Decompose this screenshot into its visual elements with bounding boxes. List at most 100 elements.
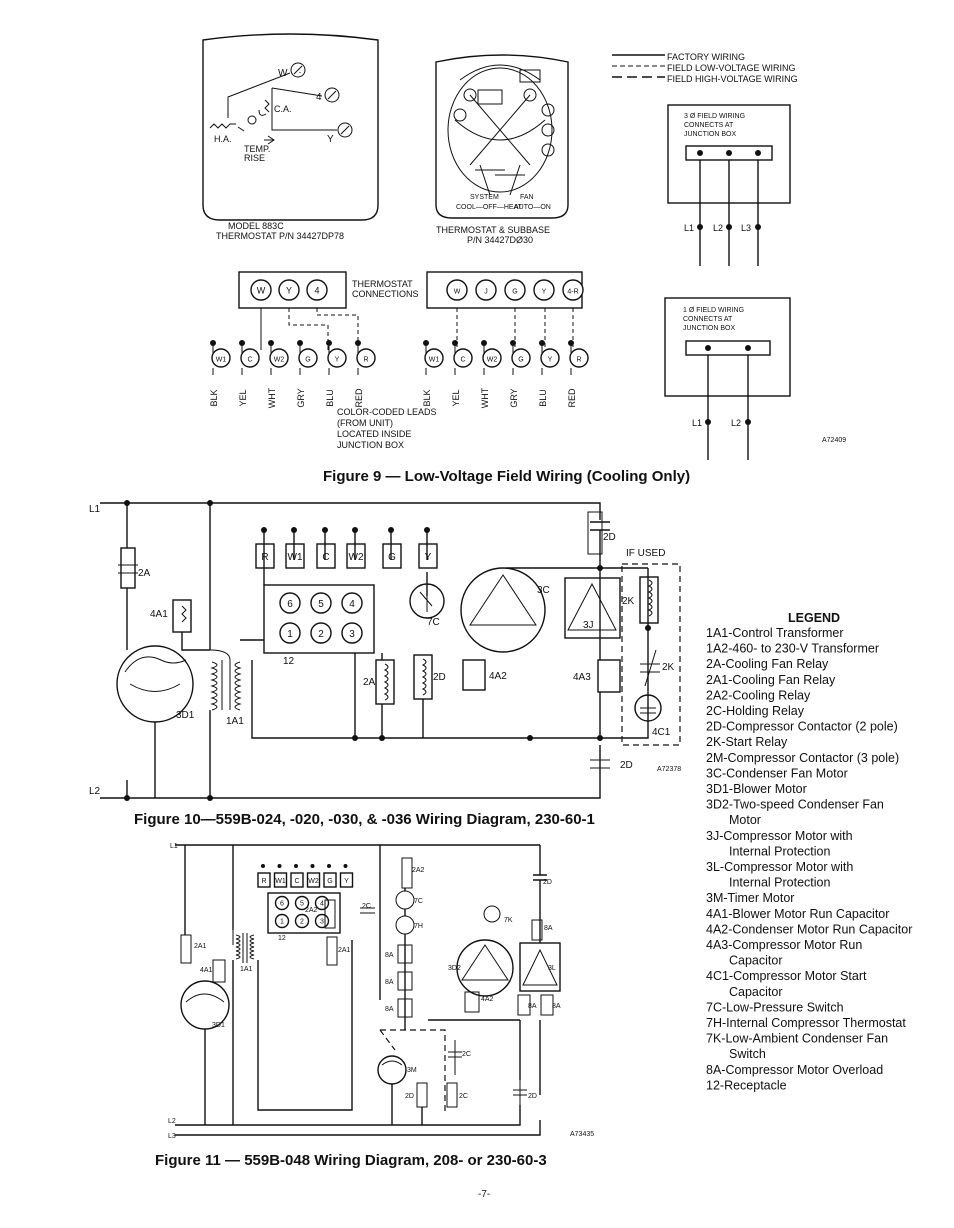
fig10-if-used: IF USED [626, 548, 665, 559]
legend-item: Internal Protection [729, 876, 830, 890]
fig11-8a-5: 8A [552, 1003, 561, 1010]
lead-label-c: C [460, 357, 465, 364]
three-phase-l1: L1 [684, 223, 694, 233]
terminal-label-g: G [388, 552, 396, 563]
receptacle-pin-label-4: 4 [349, 599, 355, 610]
w-screw-icon [290, 62, 306, 78]
fig10-3d1: 3D1 [176, 710, 195, 721]
terminal-r [255, 543, 275, 569]
lead-color-blk: BLK [209, 389, 219, 406]
subbase-pn: P/N 34427DØ30 [467, 235, 533, 245]
legend-item: 4C1-Compressor Motor Start [706, 969, 867, 983]
fan-label: FAN [520, 194, 534, 201]
fig11-3l: 3L [548, 965, 556, 972]
subbase-wiring-drawing [447, 64, 555, 196]
fig11-2a2: 2A2 [305, 907, 318, 914]
fig10-2d-bottom: 2D [620, 760, 633, 771]
lead-right-w1 [424, 348, 444, 368]
lead-label-g: G [518, 357, 523, 364]
fig11-8a-1: 8A [385, 952, 394, 959]
fig10-4a1: 4A1 [150, 609, 168, 620]
lead-right-w2 [482, 348, 502, 368]
legend-item: Internal Protection [729, 844, 830, 858]
terminal-label-w: W [257, 286, 266, 296]
terminal-w [446, 279, 468, 301]
figure-9: W 4 C.A. H.A. Y TEMP. RISE MODEL 883C TH… [202, 33, 846, 485]
lead-label-r: R [576, 357, 581, 364]
fig9-code: A72409 [822, 437, 846, 444]
legend-item: 4A1-Blower Motor Run Capacitor [706, 907, 889, 921]
fig10-12: 12 [283, 656, 295, 667]
receptacle-pin-label-6: 6 [287, 599, 293, 610]
tstat-conn-label-1: THERMOSTAT [352, 279, 413, 289]
rise-label: RISE [244, 153, 265, 163]
fig10-2d-coil: 2D [433, 672, 446, 683]
system-mode-label: COOL—OFF—HEAT [456, 204, 523, 211]
lead-left-c [240, 348, 260, 368]
color-label-3: LOCATED INSIDE [337, 429, 411, 439]
fig11-1a1: 1A1 [240, 966, 253, 973]
fig11-2a1: 2A1 [194, 943, 207, 950]
receptacle-pin-5 [310, 592, 332, 614]
single-phase-l2: L2 [731, 418, 741, 428]
terminal-dot [277, 864, 282, 868]
fig11-8a-top: 8A [544, 925, 553, 932]
terminal-label-w2: W2 [308, 878, 319, 885]
legend-item: 2M-Compressor Contactor (3 pole) [706, 751, 899, 765]
thermostat-883c-body [202, 33, 379, 221]
lead-right-c [453, 348, 473, 368]
compressor-3l [519, 942, 561, 992]
lead-color-blk: BLK [422, 389, 432, 406]
fig11-4a2: 4A2 [481, 996, 494, 1003]
receptacle-pin-label-1: 1 [287, 629, 293, 640]
condenser-fan-motor-3d2 [456, 939, 514, 997]
terminal-w2 [306, 872, 321, 888]
fig11-7h: 7H [414, 923, 423, 930]
legend-item: 7K-Low-Ambient Condenser Fan [706, 1032, 888, 1046]
terminal-y [339, 872, 354, 888]
figure-11-caption: Figure 11 — 559B-048 Wiring Diagram, 208… [155, 1152, 547, 1169]
legend-item: 3D1-Blower Motor [706, 782, 807, 796]
legend-item: 2D-Compressor Contactor (2 pole) [706, 720, 898, 734]
fig10-4c1: 4C1 [652, 727, 671, 738]
lead-right-y [540, 348, 560, 368]
lead-color-wht: WHT [480, 387, 490, 408]
lead-color-blu: BLU [325, 389, 335, 407]
color-label-1: COLOR-CODED LEADS [337, 407, 437, 417]
fig11-8a-4: 8A [528, 1003, 537, 1010]
fig11-7c: 7C [414, 898, 423, 905]
single-phase-label-1: 1 Ø FIELD WIRING [683, 307, 744, 314]
fig10-4a2: 4A2 [489, 671, 507, 682]
fig10-2a: 2A [138, 568, 151, 579]
temp-label: TEMP. [244, 144, 270, 154]
fig10-4a3: 4A3 [573, 672, 591, 683]
fig11-code: A73435 [570, 1131, 594, 1138]
low-pressure-switch-7c [409, 583, 445, 619]
terminal-label-w1: W1 [275, 878, 286, 885]
terminal-label-g: G [327, 878, 332, 885]
y-label: Y [327, 134, 334, 145]
fig10-1a1: 1A1 [226, 716, 244, 727]
fig11-3d1: 3D1 [212, 1022, 225, 1029]
receptacle-pin-2 [294, 913, 310, 929]
fig11-12: 12 [278, 935, 286, 942]
three-phase-l2: L2 [713, 223, 723, 233]
terminal-label-4: 4 [314, 286, 319, 296]
receptacle-pin-1 [279, 622, 301, 644]
key-high-voltage: FIELD HIGH-VOLTAGE WIRING [667, 74, 798, 84]
legend-item: 2A-Cooling Fan Relay [706, 657, 829, 671]
receptacle-pin-label-6: 6 [280, 901, 284, 908]
lead-label-r: R [363, 357, 368, 364]
single-phase-l1: L1 [692, 418, 702, 428]
three-phase-l3: L3 [741, 223, 751, 233]
lead-color-red: RED [567, 388, 577, 408]
terminal-g [323, 872, 337, 888]
label-4: 4 [316, 92, 322, 103]
receptacle-pin-label-5: 5 [300, 901, 304, 908]
receptacle-pin-3 [341, 622, 363, 644]
terminal-dot [261, 864, 265, 868]
receptacle-pin-label-4: 4 [320, 901, 324, 908]
lead-label-y: Y [548, 357, 553, 364]
